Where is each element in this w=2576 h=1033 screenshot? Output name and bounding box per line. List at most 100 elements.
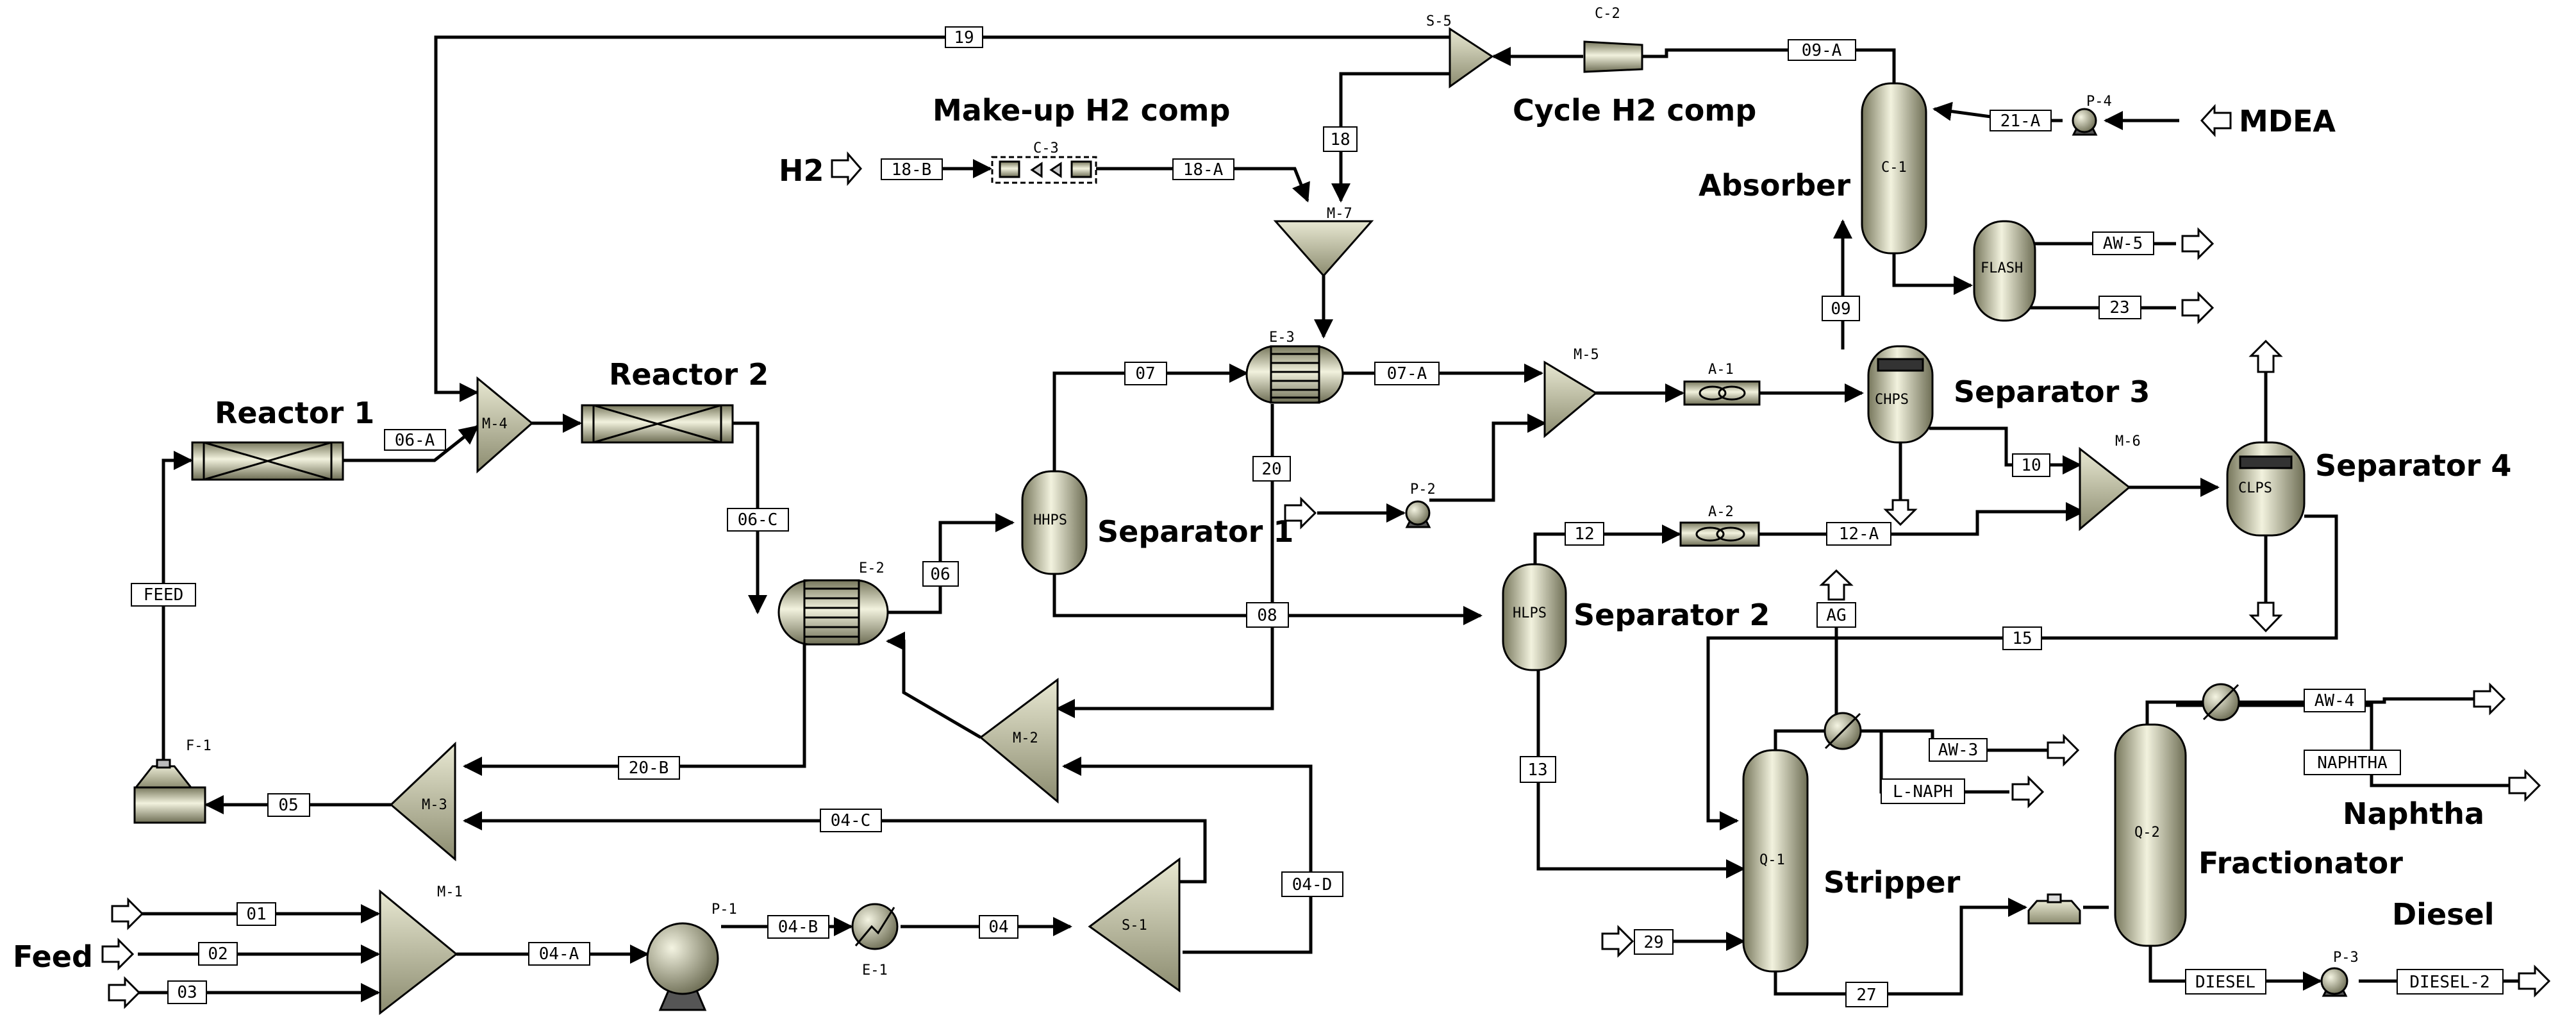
stream-15[interactable]: 15 xyxy=(2012,629,2032,648)
stream-04-a[interactable]: 04-A xyxy=(539,945,579,964)
stream-04-b[interactable]: 04-B xyxy=(778,918,819,937)
stream-aw-5[interactable]: AW-5 xyxy=(2103,234,2143,253)
stream-05[interactable]: 05 xyxy=(278,796,298,815)
title-separator-2: Separator 2 xyxy=(1574,598,1770,632)
reactor-2[interactable] xyxy=(581,404,734,444)
stream-12-a[interactable]: 12-A xyxy=(1839,525,1879,544)
vessel-chps[interactable] xyxy=(1867,345,1934,444)
stream-09-a[interactable]: 09-A xyxy=(1802,41,1842,60)
stream-29[interactable]: 29 xyxy=(1643,933,1663,952)
label-m5: M-5 xyxy=(1574,347,1599,363)
label-e2: E-2 xyxy=(859,560,885,576)
heat-exchanger-e3[interactable] xyxy=(1245,345,1344,404)
stream-diesel[interactable]: DIESEL xyxy=(2195,973,2256,992)
condenser-q2[interactable] xyxy=(2202,683,2240,721)
stream-07-a[interactable]: 07-A xyxy=(1387,364,1427,383)
stream-20-b[interactable]: 20-B xyxy=(629,759,669,778)
stream-09[interactable]: 09 xyxy=(1831,299,1850,319)
stream-06-c[interactable]: 06-C xyxy=(738,510,778,530)
vessel-hhps[interactable] xyxy=(1021,470,1088,575)
stream-feed[interactable]: FEED xyxy=(144,585,184,605)
column-c1[interactable] xyxy=(1861,82,1927,255)
label-c1: C-1 xyxy=(1881,160,1907,176)
stream-12[interactable]: 12 xyxy=(1574,525,1594,544)
label-p4: P-4 xyxy=(2086,94,2112,110)
stream-06[interactable]: 06 xyxy=(930,565,950,584)
stream-21-a[interactable]: 21-A xyxy=(2000,112,2041,131)
stream-06-a[interactable]: 06-A xyxy=(395,431,435,450)
stream-18-b[interactable]: 18-B xyxy=(892,160,932,180)
stream-19[interactable]: 19 xyxy=(954,28,974,47)
stream-02[interactable]: 02 xyxy=(208,945,228,964)
air-cooler-a1[interactable] xyxy=(1683,380,1761,406)
mixer-m4[interactable] xyxy=(476,376,534,474)
mixer-m2[interactable] xyxy=(979,678,1059,804)
label-m2: M-2 xyxy=(1013,730,1038,746)
stream-27[interactable]: 27 xyxy=(1856,986,1876,1005)
label-m3: M-3 xyxy=(422,797,447,813)
title-feed: Feed xyxy=(13,939,93,974)
label-p2: P-2 xyxy=(1410,482,1436,498)
condenser-q1[interactable] xyxy=(1824,712,1862,750)
stream-18-a[interactable]: 18-A xyxy=(1183,160,1224,180)
heater-e1[interactable] xyxy=(851,903,899,950)
stream-04-c[interactable]: 04-C xyxy=(831,811,871,830)
stream-23[interactable]: 23 xyxy=(2109,298,2129,317)
label-m4: M-4 xyxy=(482,416,508,432)
stream-ag[interactable]: AG xyxy=(1826,606,1846,625)
mixer-m1[interactable] xyxy=(379,889,458,1016)
stream-20[interactable]: 20 xyxy=(1261,460,1281,479)
title-separator-3: Separator 3 xyxy=(1954,374,2150,409)
title-reactor-2: Reactor 2 xyxy=(609,357,769,392)
label-hlps: HLPS xyxy=(1513,605,1547,621)
reactor-1[interactable] xyxy=(191,441,344,481)
air-cooler-a2[interactable] xyxy=(1679,521,1760,547)
splitter-s1[interactable] xyxy=(1088,857,1181,993)
column-q1[interactable] xyxy=(1742,749,1809,973)
pump-p1[interactable] xyxy=(646,922,719,1011)
stream-04[interactable]: 04 xyxy=(988,918,1008,937)
title-h2: H2 xyxy=(779,153,824,188)
stream-01[interactable]: 01 xyxy=(246,905,266,924)
label-m6: M-6 xyxy=(2115,433,2141,449)
surge-drum[interactable] xyxy=(2027,893,2081,925)
title-cycle-h2-comp: Cycle H2 comp xyxy=(1513,93,1756,128)
stream-13[interactable]: 13 xyxy=(1527,760,1547,780)
stream-l-naph[interactable]: L-NAPH xyxy=(1893,782,1953,802)
stream-04-d[interactable]: 04-D xyxy=(1292,875,1333,894)
furnace-f1[interactable] xyxy=(133,759,206,824)
clps-bottom-outlet-arrow xyxy=(2248,601,2283,633)
stream-aw-3[interactable]: AW-3 xyxy=(1938,741,1979,760)
stream-diesel-2[interactable]: DIESEL-2 xyxy=(2409,973,2489,992)
stream-08[interactable]: 08 xyxy=(1257,606,1277,625)
pump-p2[interactable] xyxy=(1405,500,1431,528)
pump-p4[interactable] xyxy=(2072,108,2098,136)
vessel-clps[interactable] xyxy=(2226,441,2306,537)
compressor-c3[interactable] xyxy=(991,156,1097,184)
column-q2[interactable] xyxy=(2114,723,2187,947)
label-m7: M-7 xyxy=(1327,206,1352,222)
splitter-s5[interactable] xyxy=(1449,27,1494,88)
stream-07[interactable]: 07 xyxy=(1135,364,1155,383)
stream-03[interactable]: 03 xyxy=(177,983,197,1002)
naphtha-outlet-arrow xyxy=(2508,769,2541,802)
heat-exchanger-e2[interactable] xyxy=(777,579,889,646)
stream-10[interactable]: 10 xyxy=(2021,456,2041,475)
stream-naphtha[interactable]: NAPHTHA xyxy=(2317,753,2388,773)
mixer-m7[interactable] xyxy=(1273,220,1374,278)
aw3-outlet-arrow xyxy=(2047,734,2080,767)
label-chps: CHPS xyxy=(1875,392,1909,408)
mixer-m6[interactable] xyxy=(2079,446,2131,532)
vessel-hlps[interactable] xyxy=(1502,563,1567,671)
aw4-outlet-arrow xyxy=(2473,682,2506,716)
stream-labels: 19 18 18-A 18-B 09-A 21-A 09 AW-5 23 06-… xyxy=(131,26,2504,1007)
pump-p3[interactable] xyxy=(2320,967,2348,997)
stream-aw-4[interactable]: AW-4 xyxy=(2314,691,2355,710)
mixer-m3[interactable] xyxy=(389,741,456,862)
title-makeup-h2-comp: Make-up H2 comp xyxy=(933,93,1230,128)
mixer-m5[interactable] xyxy=(1543,360,1598,439)
stream-18[interactable]: 18 xyxy=(1330,130,1350,149)
compressor-c2[interactable] xyxy=(1583,40,1643,73)
vessel-flash[interactable] xyxy=(1973,220,2036,322)
